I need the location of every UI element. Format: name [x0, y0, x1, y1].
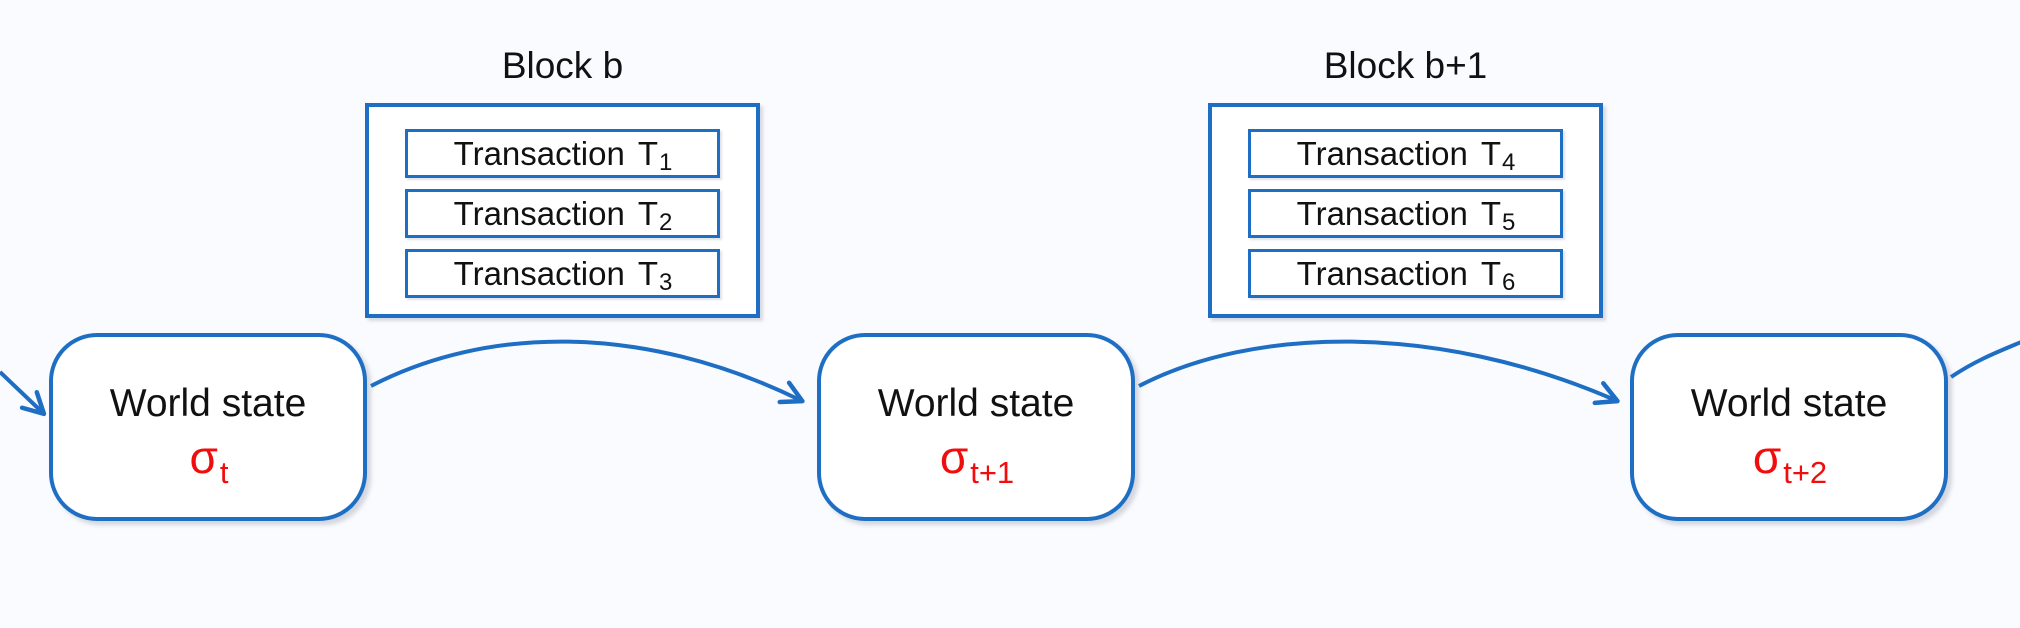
transaction-box: Transaction T 6 [1248, 249, 1563, 298]
arrow-world-state-t-to-t1-icon [370, 339, 805, 405]
world-state-label: World state [877, 382, 1075, 425]
world-state-label: World state [109, 382, 307, 425]
block-b-box: Transaction T 1 Transaction T 2 Transact… [365, 103, 760, 318]
sigma-symbol: σ [939, 431, 969, 483]
sigma-subscript: t+1 [970, 455, 1015, 490]
transaction-box: Transaction T 4 [1248, 129, 1563, 178]
arrow-outgoing-from-world-state-t2-icon [1949, 340, 2020, 379]
world-state-t-box: World state σt [49, 333, 367, 521]
arrow-incoming-to-world-state-t-icon [0, 370, 47, 417]
sigma-t1: σt+1 [940, 434, 1014, 490]
sigma-subscript: t+2 [1783, 455, 1828, 490]
transaction-label: Transaction [453, 254, 625, 292]
transaction-box: Transaction T 5 [1248, 189, 1563, 238]
transaction-symbol: T [1480, 194, 1501, 232]
world-state-t2-box: World state σt+2 [1630, 333, 1948, 521]
transaction-symbol: T [637, 134, 658, 172]
transaction-box: Transaction T 1 [405, 129, 720, 178]
sigma-symbol: σ [1752, 431, 1782, 483]
transaction-symbol: T [637, 194, 658, 232]
block-b1-box: Transaction T 4 Transaction T 5 Transact… [1208, 103, 1603, 318]
transaction-symbol: T [1480, 134, 1501, 172]
sigma-symbol: σ [189, 431, 218, 483]
transaction-label: Transaction [1296, 194, 1468, 232]
sigma-subscript: t [219, 455, 229, 490]
sigma-t2: σt+2 [1753, 434, 1827, 490]
transaction-label: Transaction [453, 134, 625, 172]
transaction-subscript: 4 [1502, 148, 1516, 176]
block-b1-title: Block b+1 [1323, 45, 1488, 86]
transaction-label: Transaction [453, 194, 625, 232]
sigma-t: σt [189, 434, 228, 490]
transaction-label: Transaction [1296, 254, 1468, 292]
transaction-subscript: 1 [659, 148, 673, 176]
transaction-box: Transaction T 2 [405, 189, 720, 238]
transaction-box: Transaction T 3 [405, 249, 720, 298]
world-state-t1-box: World state σt+1 [817, 333, 1135, 521]
transaction-symbol: T [637, 254, 658, 292]
transaction-subscript: 3 [659, 268, 673, 296]
arrow-world-state-t1-to-t2-icon [1138, 339, 1620, 406]
transaction-subscript: 2 [659, 208, 673, 236]
world-state-label: World state [1690, 382, 1888, 425]
transaction-subscript: 5 [1502, 208, 1516, 236]
transaction-label: Transaction [1296, 134, 1468, 172]
block-b-title: Block b [501, 45, 624, 86]
transaction-subscript: 6 [1502, 268, 1516, 296]
transaction-symbol: T [1480, 254, 1501, 292]
